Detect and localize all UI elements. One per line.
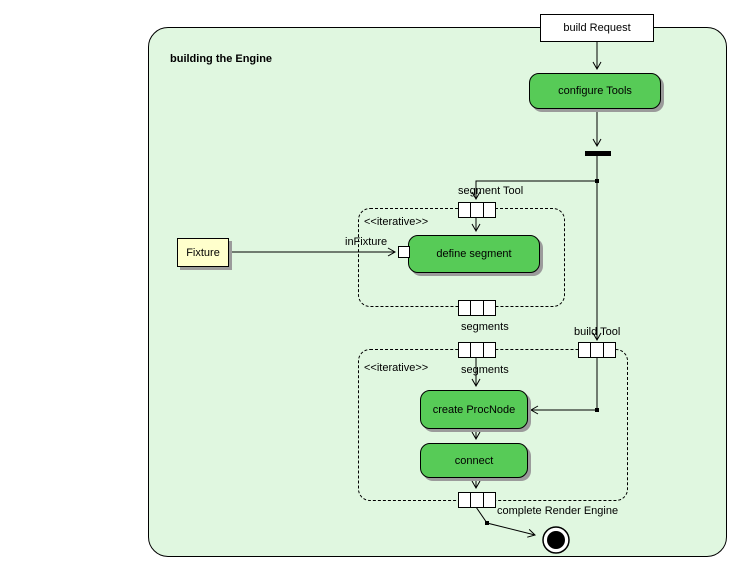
action-connect[interactable]: connect: [420, 443, 528, 478]
input-pin-infixture[interactable]: [398, 246, 410, 258]
segment-tool-label: segment Tool: [458, 185, 524, 197]
expansion-node-complete[interactable]: [458, 492, 496, 508]
fixture-label: Fixture: [186, 246, 220, 259]
create-procnode-label: create ProcNode: [432, 403, 516, 416]
segments-in-label: segments: [461, 364, 509, 376]
infixture-label: inFixture: [345, 236, 388, 248]
define-segment-label: define segment: [436, 248, 512, 260]
expansion-node-segments-in[interactable]: [458, 342, 496, 358]
region1-stereotype-label: <<iterative>>: [364, 216, 429, 228]
segments-out-label: segments: [461, 321, 509, 333]
action-define-segment[interactable]: define segment: [408, 235, 540, 273]
region2-stereotype-label: <<iterative>>: [364, 362, 429, 374]
expansion-node-segments-out[interactable]: [458, 300, 496, 316]
configure-tools-label: configure Tools: [558, 85, 632, 97]
complete-render-engine-label: complete Render Engine: [497, 505, 619, 517]
action-create-procnode[interactable]: create ProcNode: [420, 390, 528, 429]
action-configure-tools[interactable]: configure Tools: [529, 73, 661, 109]
activity-frame-title: building the Engine: [170, 53, 273, 65]
build-request-label: build Request: [563, 22, 631, 34]
connect-label: connect: [454, 454, 494, 467]
expansion-node-build-tool[interactable]: [578, 342, 616, 358]
build-tool-label: build Tool: [574, 326, 621, 338]
initial-node-build-request[interactable]: build Request: [540, 14, 654, 42]
object-node-fixture[interactable]: Fixture: [177, 238, 229, 267]
expansion-node-segment-tool[interactable]: [458, 202, 496, 218]
